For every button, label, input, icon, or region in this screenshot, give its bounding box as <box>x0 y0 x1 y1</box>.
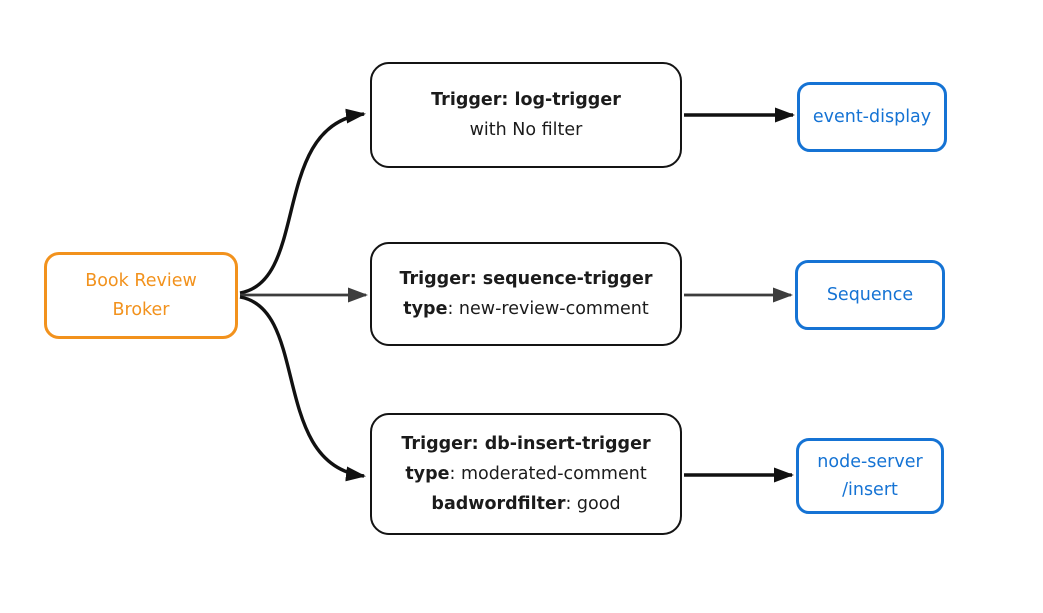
trigger-log-subtitle: with No filter <box>469 120 583 140</box>
trigger-node-log: Trigger: log-trigger with No filter <box>370 62 682 168</box>
broker-node: Book Review Broker <box>44 252 238 339</box>
trigger-sequence-title: Trigger: sequence-trigger <box>399 269 653 289</box>
trigger-db-insert-attr-type-value: : moderated-comment <box>449 464 647 484</box>
arrow-broker-to-log-trigger <box>239 108 366 295</box>
trigger-db-insert-attr-badwordfilter-key: badwordfilter <box>431 494 566 514</box>
sink-node-node-server: node-server /insert <box>796 438 944 514</box>
sink-event-display-label: event-display <box>812 107 932 127</box>
trigger-sequence-attr-type-value: : new-review-comment <box>447 299 649 319</box>
sink-node-server-label-line1: node-server <box>817 452 923 472</box>
trigger-node-sequence: Trigger: sequence-trigger type: new-revi… <box>370 242 682 346</box>
trigger-db-insert-attr-type-key: type <box>405 464 450 484</box>
arrow-broker-to-db-insert-trigger <box>239 295 366 482</box>
sink-node-sequence: Sequence <box>795 260 945 330</box>
trigger-db-insert-title: Trigger: db-insert-trigger <box>401 434 651 454</box>
sink-sequence-label: Sequence <box>826 285 914 305</box>
broker-label-line2: Broker <box>112 299 170 320</box>
trigger-sequence-attr-type-key: type <box>403 299 448 319</box>
trigger-node-db-insert: Trigger: db-insert-trigger type: moderat… <box>370 413 682 535</box>
trigger-log-title: Trigger: log-trigger <box>431 90 621 110</box>
trigger-db-insert-attr-badwordfilter: badwordfilter: good <box>431 489 620 519</box>
broker-label-line1: Book Review <box>85 270 197 291</box>
sink-node-server-label-line2: /insert <box>842 480 898 500</box>
trigger-db-insert-attr-type: type: moderated-comment <box>405 459 646 489</box>
sink-node-event-display: event-display <box>797 82 947 152</box>
trigger-sequence-attr-type: type: new-review-comment <box>403 294 648 324</box>
trigger-db-insert-attr-badwordfilter-value: : good <box>565 494 621 514</box>
